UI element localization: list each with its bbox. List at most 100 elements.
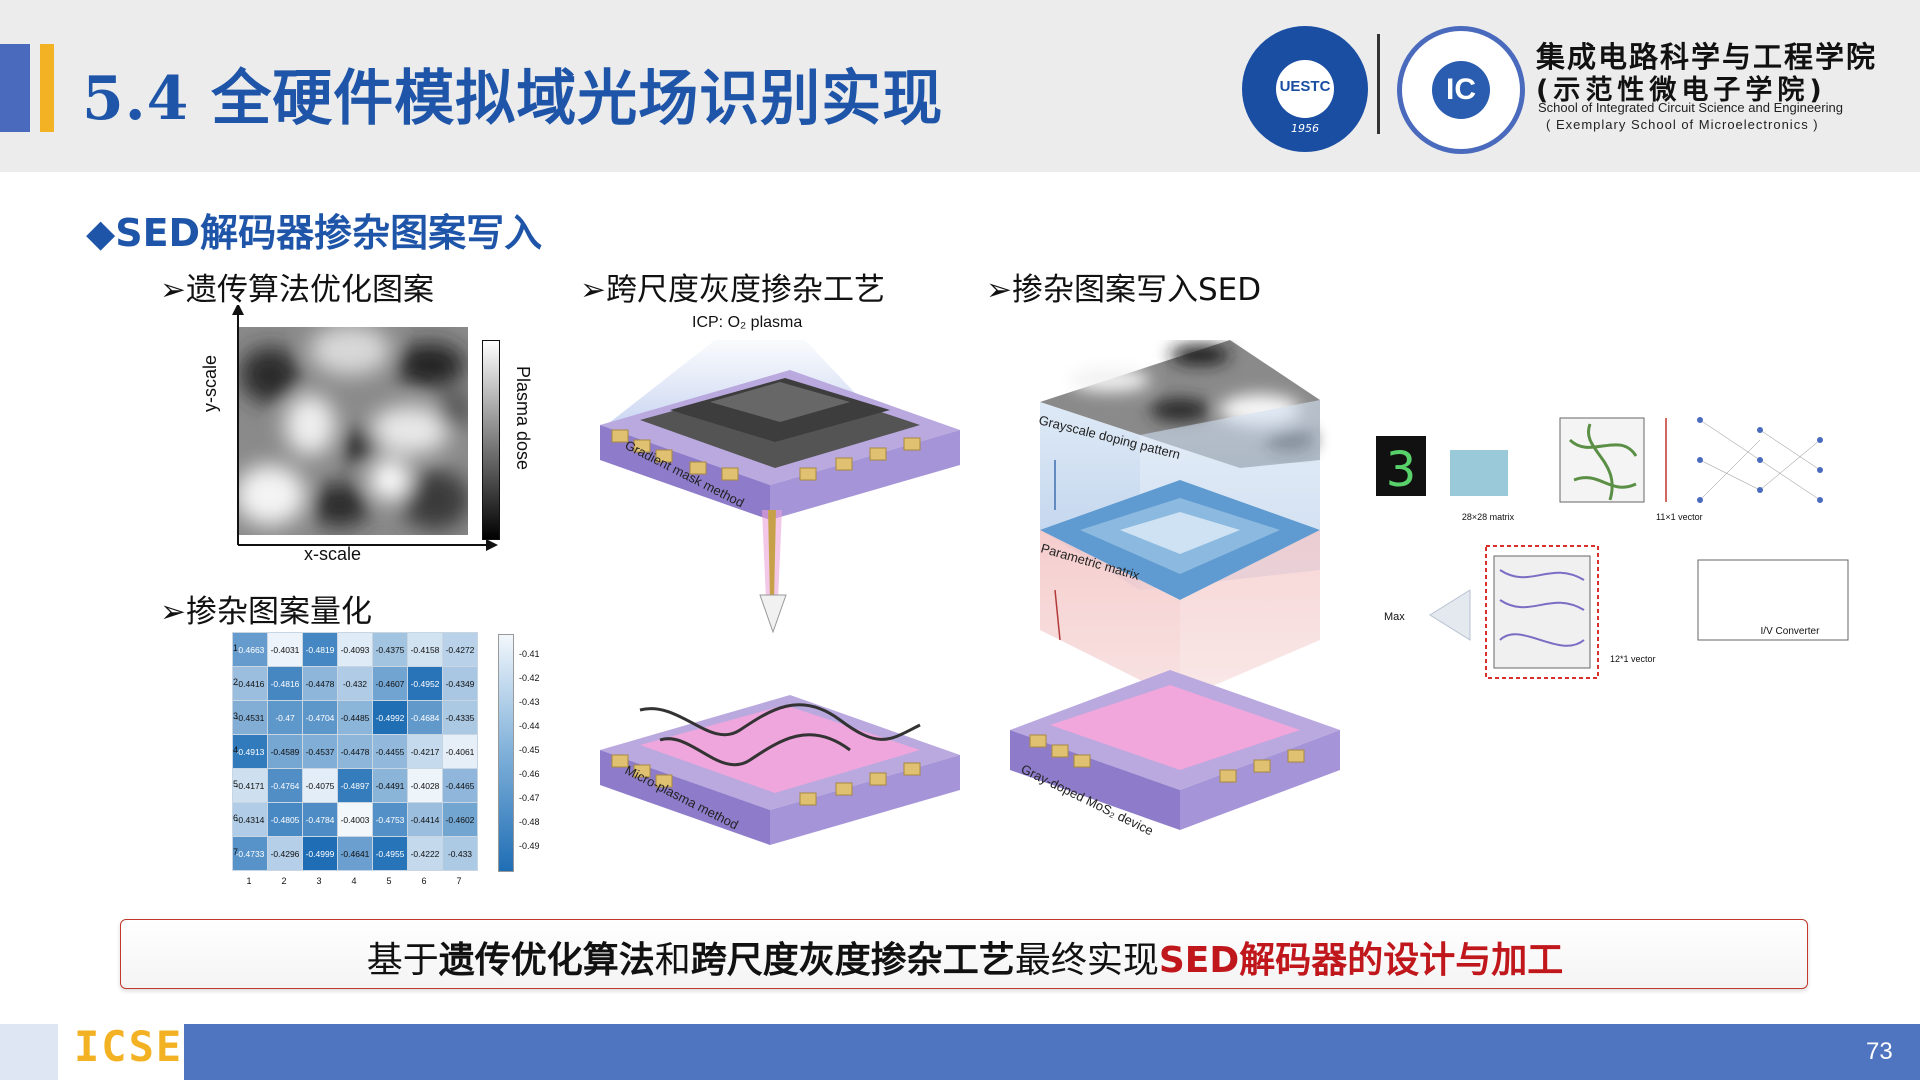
matrix-cell: -0.4222 bbox=[407, 836, 443, 871]
subheading-grayscale-doping: ➢跨尺度灰度掺杂工艺 bbox=[580, 272, 885, 308]
matrix-col-label: 7 bbox=[456, 876, 462, 886]
matrix-cell: -0.4485 bbox=[337, 700, 373, 735]
school-name-en-sub: ( Exemplary School of Microelectronics ) bbox=[1546, 117, 1819, 132]
conclusion-bold-genetic: 遗传优化算法 bbox=[438, 940, 655, 981]
table-row: -0.4531-0.47-0.4704-0.4485-0.4992-0.4684… bbox=[232, 700, 478, 735]
matrix-cell: -0.4028 bbox=[407, 768, 443, 803]
matrix-cell: -0.4952 bbox=[407, 666, 443, 701]
table-row: -0.4314-0.4805-0.4784-0.4003-0.4753-0.44… bbox=[232, 802, 478, 837]
header-band bbox=[0, 0, 1920, 172]
section-heading: ◆SED解码器掺杂图案写入 bbox=[86, 211, 543, 255]
matrix-cell: -0.4663 bbox=[232, 632, 268, 667]
matrix-caption-text: 28×28 matrix bbox=[1462, 512, 1515, 522]
matrix-cell: -0.47 bbox=[267, 700, 303, 735]
table-row: -0.4171-0.4764-0.4075-0.4897-0.4491-0.40… bbox=[232, 768, 478, 803]
matrix-cell: -0.4272 bbox=[442, 632, 478, 667]
school-name-cn-sub: (示范性微电子学院) bbox=[1536, 75, 1827, 106]
matrix-colorbar bbox=[498, 634, 514, 872]
matrix-cell: -0.432 bbox=[337, 666, 373, 701]
matrix-cell: -0.4589 bbox=[267, 734, 303, 769]
uestc-logo: UESTC 1956 bbox=[1242, 26, 1368, 152]
matrix-cell: -0.4897 bbox=[337, 768, 373, 803]
matrix-row-label: 2 bbox=[232, 677, 238, 687]
matrix-cell: -0.4753 bbox=[372, 802, 408, 837]
matrix-cell: -0.4816 bbox=[267, 666, 303, 701]
table-row: -0.4416-0.4816-0.4478-0.432-0.4607-0.495… bbox=[232, 666, 478, 701]
sed-writing-illustration: Grayscale doping pattern Parametric matr… bbox=[1010, 340, 1340, 838]
matrix-colorbar-tick: -0.41 bbox=[519, 649, 540, 659]
matrix-cell: -0.4031 bbox=[267, 632, 303, 667]
matrix-col-label: 5 bbox=[386, 876, 392, 886]
matrix-cell: -0.4641 bbox=[337, 836, 373, 871]
table-row: -0.4733-0.4296-0.4999-0.4641-0.4955-0.42… bbox=[232, 836, 478, 871]
footer-bar bbox=[184, 1024, 1920, 1080]
matrix-row-label: 1 bbox=[232, 643, 238, 653]
matrix-cell: -0.4375 bbox=[372, 632, 408, 667]
matrix-cell: -0.4704 bbox=[302, 700, 338, 735]
logo-divider bbox=[1377, 34, 1380, 134]
subheading-pattern-writing: ➢掺杂图案写入SED bbox=[986, 272, 1262, 308]
matrix-cell: -0.4335 bbox=[442, 700, 478, 735]
uestc-logo-year: 1956 bbox=[1291, 122, 1319, 135]
matrix-col-label: 1 bbox=[246, 876, 252, 886]
x-axis-label: x-scale bbox=[304, 544, 362, 564]
title-accent-bar bbox=[0, 44, 30, 132]
matrix-cell: -0.4607 bbox=[372, 666, 408, 701]
icse-logo: IC bbox=[1397, 26, 1525, 154]
matrix-cell: -0.4075 bbox=[302, 768, 338, 803]
footer-brand: ICSE bbox=[74, 1022, 184, 1071]
doping-matrix-table: -0.4663-0.4031-0.4819-0.4093-0.4375-0.41… bbox=[232, 632, 478, 871]
matrix-cell: -0.4764 bbox=[267, 768, 303, 803]
vector-caption-1: 11×1 vector bbox=[1656, 512, 1703, 522]
matrix-col-label: 4 bbox=[351, 876, 357, 886]
matrix-row-label: 7 bbox=[232, 847, 238, 857]
electrode-pads bbox=[611, 429, 921, 481]
matrix-cell: -0.4992 bbox=[372, 700, 408, 735]
matrix-cell: -0.4478 bbox=[302, 666, 338, 701]
conclusion-bold-process: 跨尺度灰度掺杂工艺 bbox=[690, 940, 1015, 981]
matrix-row-label: 4 bbox=[232, 745, 238, 755]
matrix-cell: -0.4314 bbox=[232, 802, 268, 837]
matrix-cell: -0.4478 bbox=[337, 734, 373, 769]
recognition-pipeline-diagram: 3 28×28 matrix 11×1 vector 12*1 vector I… bbox=[1376, 417, 1849, 679]
matrix-cell: -0.4349 bbox=[442, 666, 478, 701]
matrix-cell: -0.4491 bbox=[372, 768, 408, 803]
matrix-colorbar-tick: -0.48 bbox=[519, 817, 540, 827]
matrix-cell: -0.4093 bbox=[337, 632, 373, 667]
vector-caption-2: 12*1 vector bbox=[1610, 654, 1656, 664]
uestc-logo-text: UESTC bbox=[1279, 78, 1331, 95]
matrix-colorbar-tick: -0.49 bbox=[519, 841, 540, 851]
y-axis-label: y-scale bbox=[200, 354, 220, 412]
subheading-genetic-algorithm: ➢遗传算法优化图案 bbox=[160, 272, 434, 308]
matrix-cell: -0.4414 bbox=[407, 802, 443, 837]
table-row: -0.4663-0.4031-0.4819-0.4093-0.4375-0.41… bbox=[232, 632, 478, 667]
matrix-row-label: 3 bbox=[232, 711, 238, 721]
matrix-cell: -0.4158 bbox=[407, 632, 443, 667]
subheading-quantization: ➢掺杂图案量化 bbox=[160, 594, 372, 630]
slide-title-number: 5.4 bbox=[82, 64, 190, 134]
page-number: 73 bbox=[1866, 1038, 1893, 1065]
conclusion-red-highlight: SED解码器的设计与加工 bbox=[1158, 940, 1564, 981]
matrix-cell: -0.433 bbox=[442, 836, 478, 871]
plasma-colorbar-label: Plasma dose bbox=[513, 366, 533, 471]
matrix-cell: -0.4455 bbox=[372, 734, 408, 769]
matrix-row-label: 6 bbox=[232, 813, 238, 823]
matrix-cell: -0.4296 bbox=[267, 836, 303, 871]
matrix-cell: -0.4217 bbox=[407, 734, 443, 769]
matrix-cell: -0.4784 bbox=[302, 802, 338, 837]
matrix-cell: -0.4465 bbox=[442, 768, 478, 803]
matrix-col-label: 3 bbox=[316, 876, 322, 886]
conclusion-part2: 和 bbox=[654, 940, 691, 981]
matrix-cell: -0.4999 bbox=[302, 836, 338, 871]
matrix-cell: -0.4805 bbox=[267, 802, 303, 837]
plasma-dose-map bbox=[232, 305, 498, 551]
plasma-colorbar bbox=[482, 340, 500, 540]
matrix-cell: -0.4537 bbox=[302, 734, 338, 769]
matrix-cell: -0.4171 bbox=[232, 768, 268, 803]
conclusion-text: 基于遗传优化算法和跨尺度灰度掺杂工艺最终实现SED解码器的设计与加工 bbox=[120, 931, 1810, 983]
matrix-cell: -0.4684 bbox=[407, 700, 443, 735]
matrix-cell: -0.4819 bbox=[302, 632, 338, 667]
matrix-cell: -0.4061 bbox=[442, 734, 478, 769]
icp-plasma-label: ICP: O₂ plasma bbox=[692, 314, 803, 331]
footer-left-block bbox=[0, 1024, 58, 1080]
